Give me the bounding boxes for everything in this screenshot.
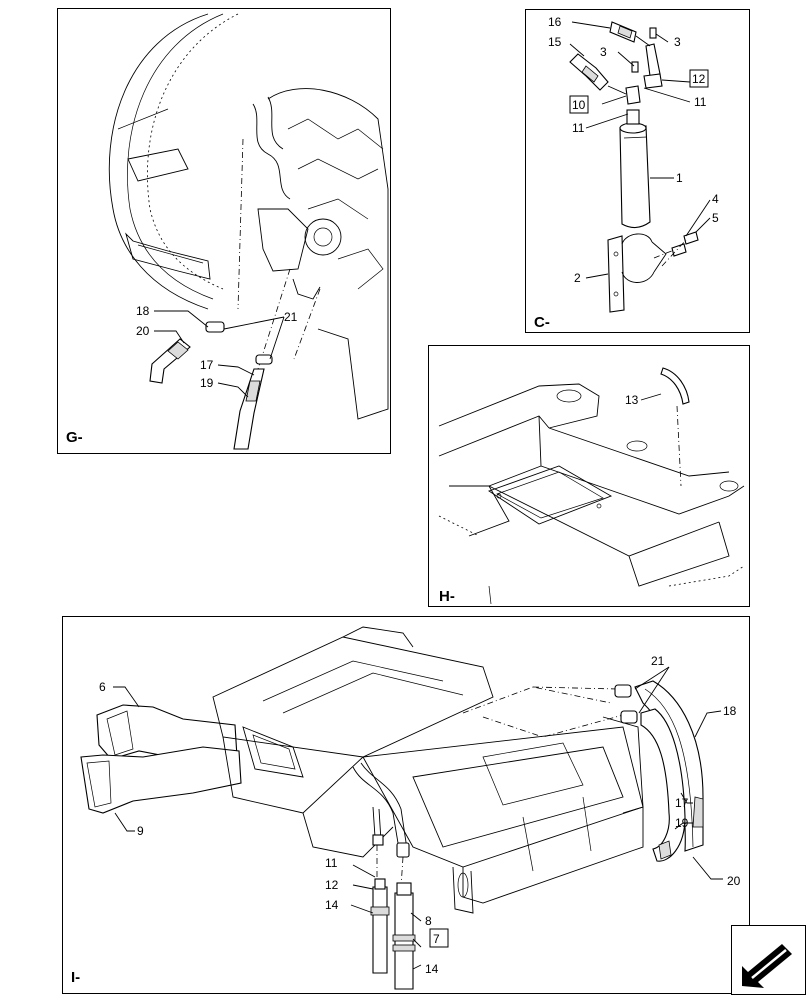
callout-20: 20 — [727, 874, 741, 888]
callout-12-boxed: 12 — [692, 72, 706, 86]
callout-2: 2 — [574, 271, 581, 285]
callout-17: 17 — [675, 796, 689, 810]
callout-11-right: 11 — [694, 95, 707, 109]
callout-8: 8 — [425, 914, 432, 928]
panel-g: 18 20 21 17 19 G- — [57, 8, 391, 454]
panel-c-label: C- — [534, 314, 550, 331]
callout-12: 12 — [325, 878, 339, 892]
callout-19: 19 — [675, 816, 689, 830]
panel-g-label: G- — [66, 429, 83, 446]
panel-c-drawing: 16 3 3 15 12 10 11 11 1 4 5 2 — [548, 15, 719, 313]
nav-arrow-button[interactable] — [731, 925, 806, 995]
callout-10-boxed: 10 — [572, 98, 586, 112]
callout-21: 21 — [651, 654, 665, 668]
callout-14-left: 14 — [325, 898, 339, 912]
callout-18: 18 — [136, 304, 150, 318]
callout-17: 17 — [200, 358, 214, 372]
callout-3-right: 3 — [674, 35, 681, 49]
arrow-pointer-icon — [742, 944, 792, 988]
panel-c: 16 3 3 15 12 10 11 11 1 4 5 2 C- — [525, 9, 750, 333]
panel-i-drawing: 6 9 21 18 17 19 20 11 12 14 8 7 14 — [80, 626, 741, 990]
callout-7-boxed: 7 — [433, 932, 440, 946]
panel-i-label: I- — [71, 969, 81, 986]
callout-21: 21 — [284, 310, 298, 324]
callout-13: 13 — [625, 393, 639, 407]
callout-18: 18 — [723, 704, 737, 718]
callout-6: 6 — [99, 680, 106, 694]
panel-h-drawing: 13 — [438, 367, 745, 605]
panel-h-label: H- — [439, 588, 455, 605]
callout-4: 4 — [712, 192, 719, 206]
callout-11-left: 11 — [572, 121, 585, 135]
callout-14-right: 14 — [425, 962, 439, 976]
callout-3-left: 3 — [600, 45, 607, 59]
callout-20: 20 — [136, 324, 150, 338]
panel-i: 6 9 21 18 17 19 20 11 12 14 8 7 14 I- — [62, 616, 750, 994]
panel-h: 13 H- — [428, 345, 750, 607]
callout-15: 15 — [548, 35, 562, 49]
panel-g-drawing: 18 20 21 17 19 — [108, 13, 389, 450]
callout-9: 9 — [137, 824, 144, 838]
callout-11: 11 — [325, 856, 338, 870]
callout-1: 1 — [676, 171, 683, 185]
callout-16: 16 — [548, 15, 562, 29]
callout-5: 5 — [712, 211, 719, 225]
callout-19: 19 — [200, 376, 214, 390]
